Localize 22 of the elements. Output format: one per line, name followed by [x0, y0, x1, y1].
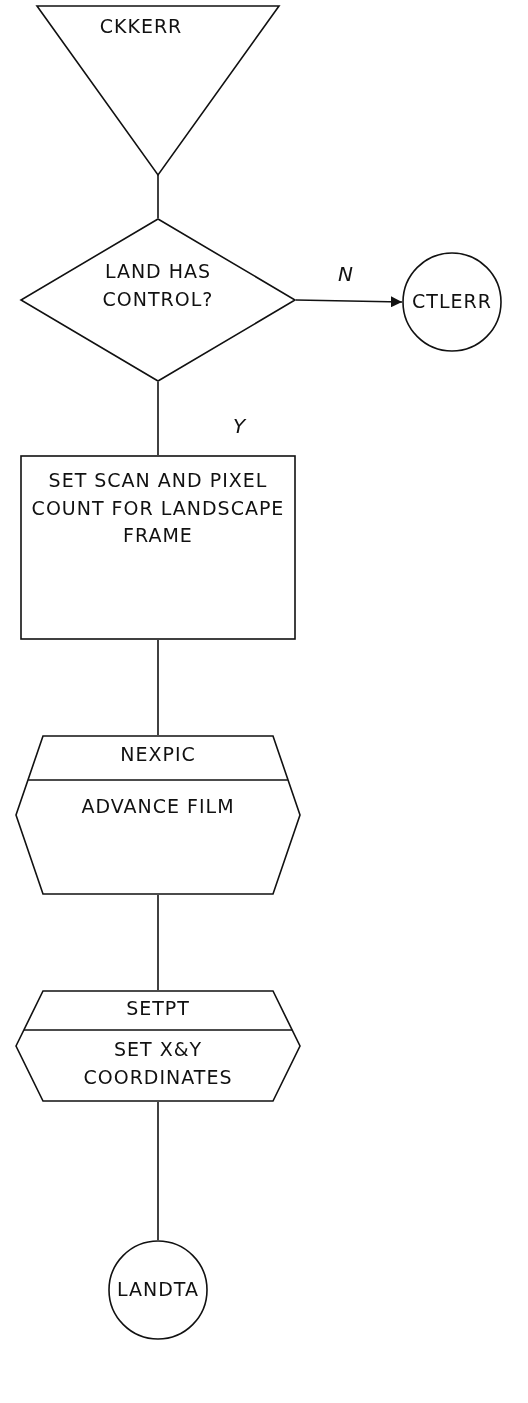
connector-circle [108, 1240, 208, 1340]
subroutine-hexagon [15, 735, 301, 895]
node-label: ADVANCE FILM [80, 794, 236, 819]
node-label: CKKERR [98, 14, 184, 39]
node-label: CTLERR [411, 289, 493, 314]
connector-line [157, 381, 159, 456]
connector-line [157, 639, 159, 736]
off-page-connector-triangle [36, 5, 280, 175]
node-label: SET SCAN AND PIXEL COUNT FOR LANDSCAPE FRAME [30, 468, 286, 549]
subroutine-hexagon [15, 990, 301, 1102]
connector-line [157, 894, 159, 991]
subroutine-name: NEXPIC [119, 742, 197, 767]
process-box [20, 455, 296, 640]
connector-line [157, 1101, 159, 1241]
node-label: LANDTA [116, 1277, 200, 1302]
subroutine-name: SETPT [125, 996, 191, 1021]
node-label: SET X&Y COORDINATES [82, 1037, 234, 1090]
node-label: LAND HAS CONTROL? [101, 259, 215, 312]
arrow [295, 296, 403, 308]
connector-line [157, 174, 159, 219]
decision-diamond [20, 218, 296, 382]
connector-circle [402, 252, 502, 352]
